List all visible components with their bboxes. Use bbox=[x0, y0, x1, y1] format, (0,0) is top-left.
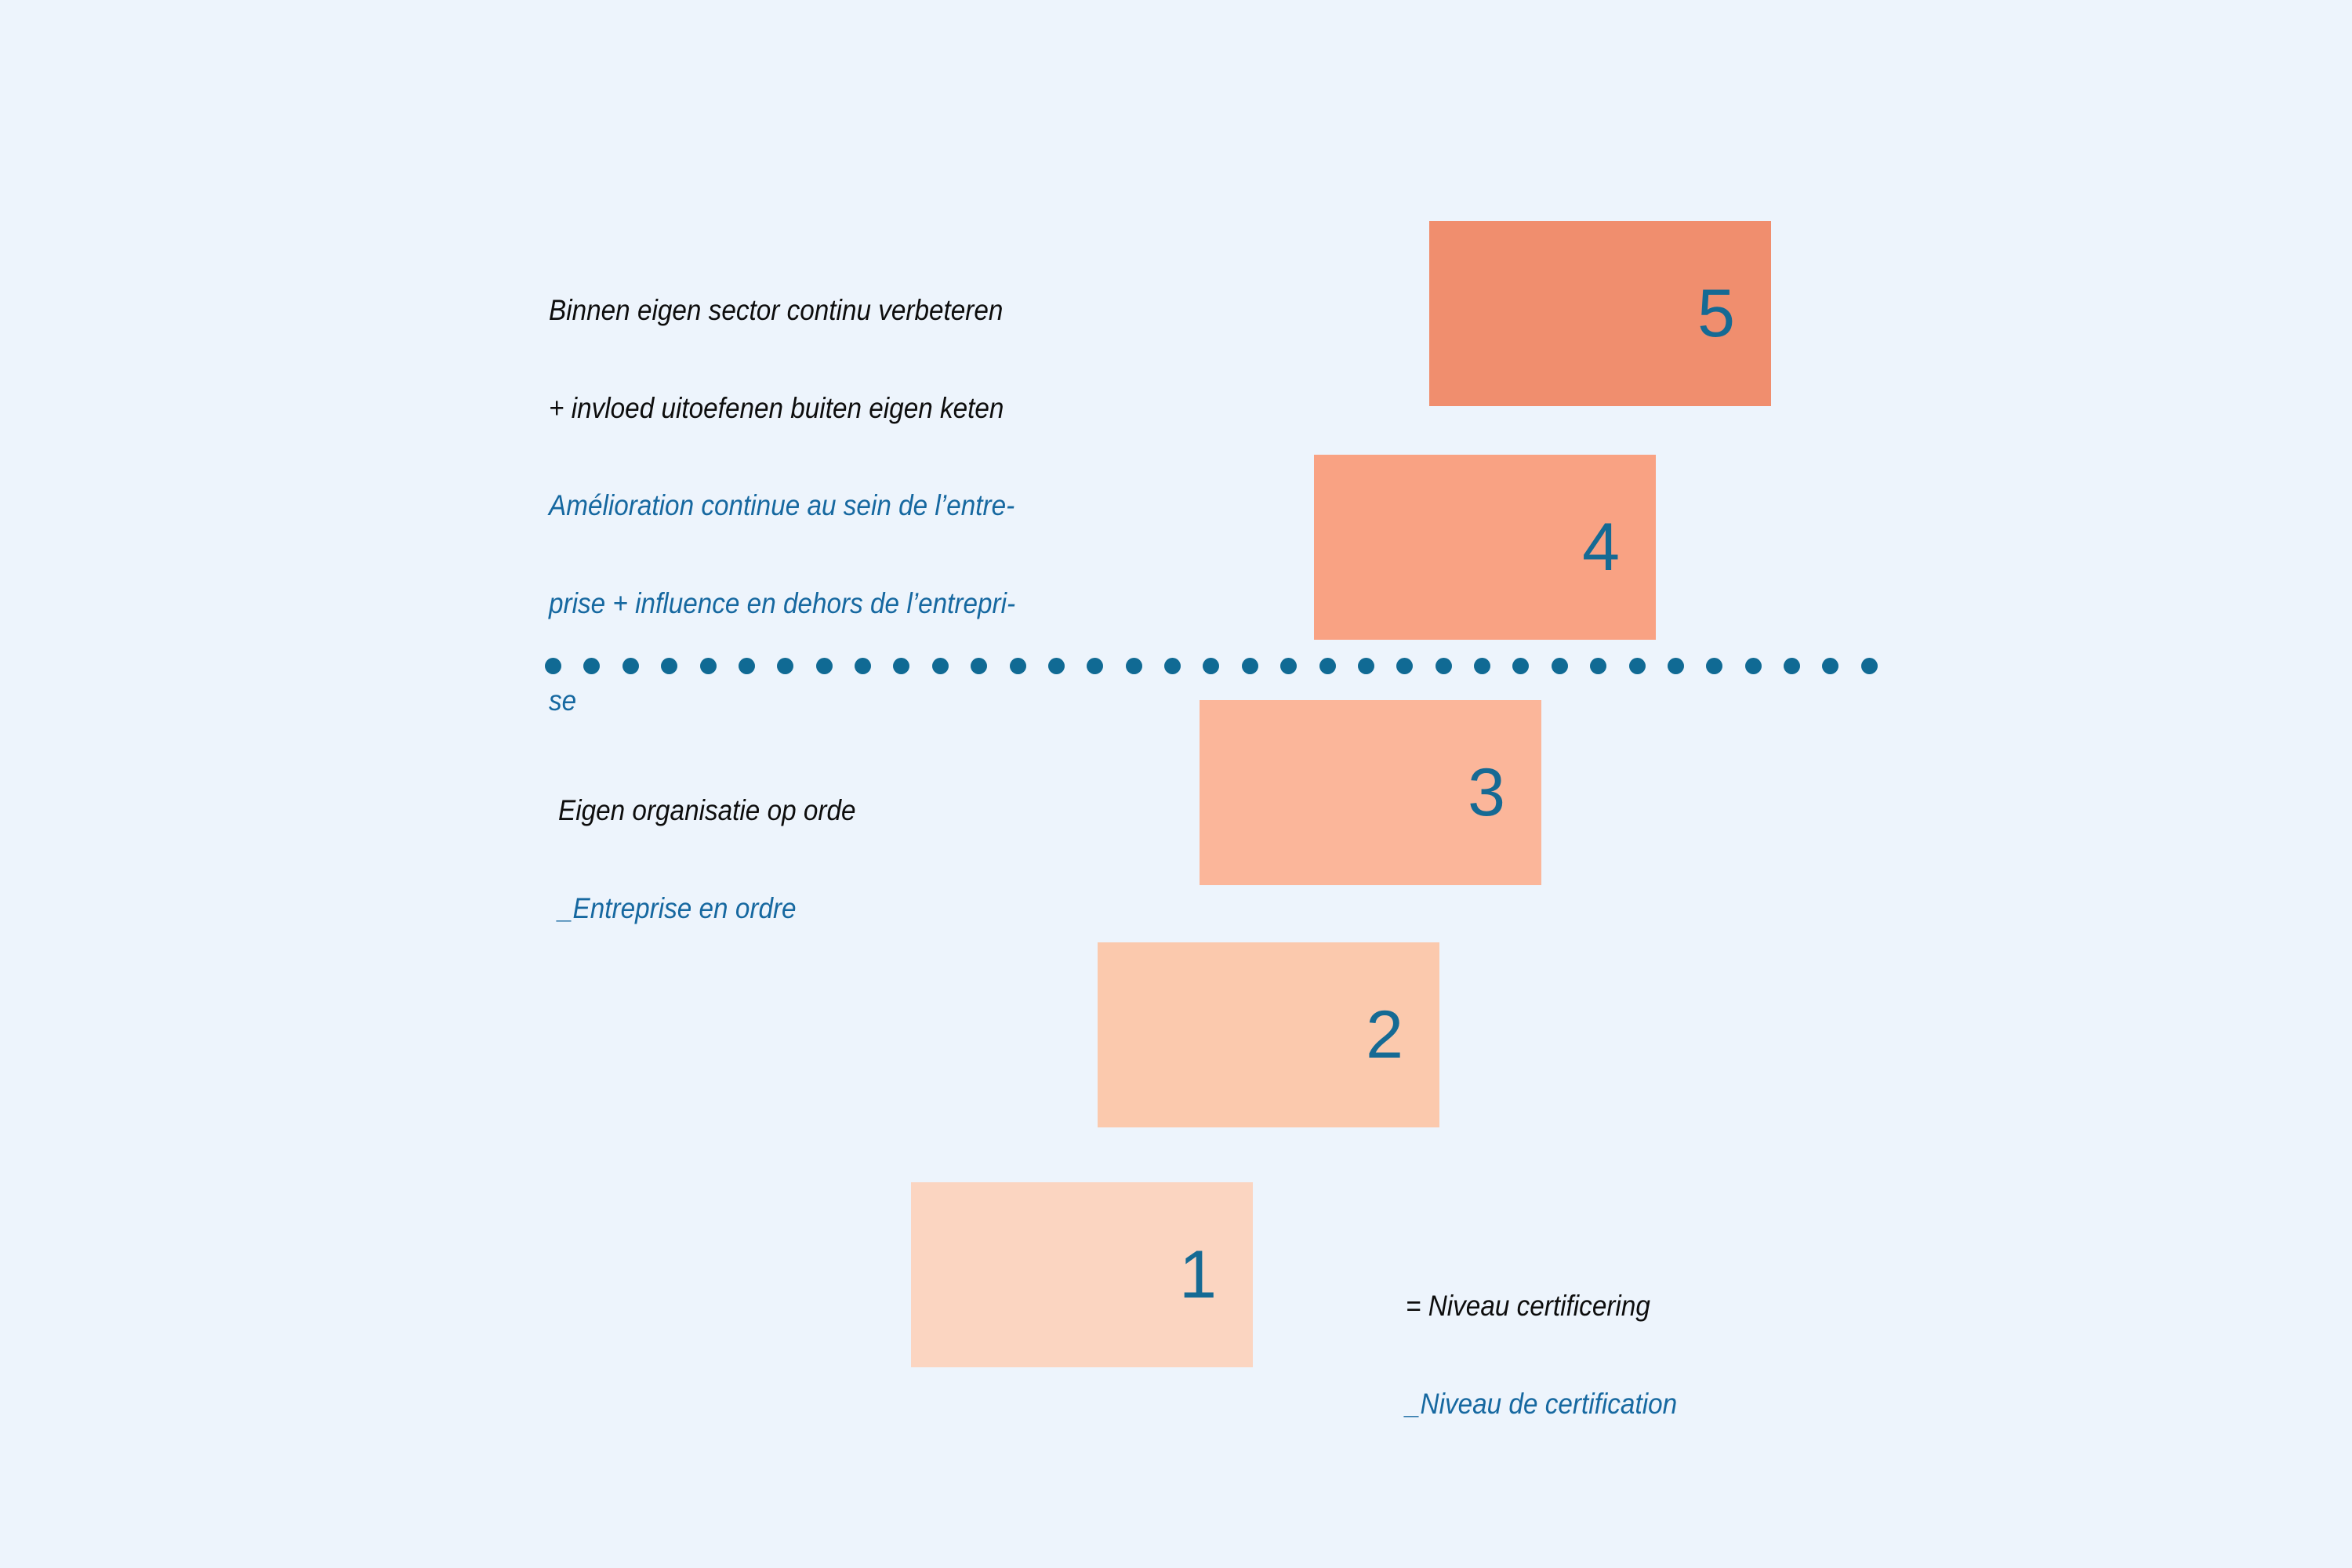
divider-dot bbox=[1125, 657, 1142, 674]
divider-dot bbox=[1590, 657, 1607, 674]
caption-middle-nl-line-1: Eigen organisatie op orde bbox=[558, 794, 856, 826]
divider-dot bbox=[815, 657, 833, 674]
bar-level-4: 4 bbox=[1314, 455, 1656, 640]
caption-upper: Binnen eigen sector continu verbeteren +… bbox=[549, 229, 1015, 782]
divider-dot bbox=[1744, 657, 1762, 674]
divider-dot bbox=[699, 657, 717, 674]
divider-dot bbox=[738, 657, 755, 674]
bar-level-3: 3 bbox=[1200, 700, 1541, 885]
divider-dot bbox=[855, 657, 871, 674]
bar-level-5-label: 5 bbox=[1697, 276, 1735, 351]
divider-dot bbox=[1667, 657, 1684, 674]
divider-dot bbox=[931, 657, 949, 674]
divider-dot bbox=[1164, 657, 1181, 674]
caption-legend: = Niveau certificering _Niveau de certif… bbox=[1406, 1225, 1677, 1485]
caption-upper-nl-line-2: + invloed uitoefenen buiten eigen keten bbox=[549, 391, 1004, 424]
divider-dot bbox=[1319, 657, 1336, 674]
caption-upper-fr-line-3: se bbox=[549, 684, 577, 717]
caption-middle: Eigen organisatie op orde _Entreprise en… bbox=[558, 729, 856, 989]
divider-dot bbox=[1474, 657, 1490, 674]
divider-dot bbox=[545, 657, 561, 674]
divider-dot bbox=[1047, 657, 1065, 674]
divider-dot bbox=[1435, 657, 1452, 674]
divider-dot bbox=[1706, 657, 1723, 674]
bar-level-4-label: 4 bbox=[1582, 510, 1620, 585]
divider-dot bbox=[1203, 657, 1220, 674]
dotted-divider bbox=[545, 657, 1878, 674]
caption-upper-fr-line-1: Amélioration continue au sein de l’entre… bbox=[549, 489, 1015, 521]
caption-middle-fr-line-1: _Entreprise en ordre bbox=[558, 891, 797, 924]
divider-dot bbox=[1357, 657, 1374, 674]
divider-dot bbox=[1512, 657, 1530, 674]
divider-dot bbox=[893, 657, 910, 674]
caption-upper-nl-line-1: Binnen eigen sector continu verbeteren bbox=[549, 294, 1004, 326]
divider-dot bbox=[1280, 657, 1298, 674]
divider-dot bbox=[1784, 657, 1800, 674]
caption-legend-nl-line-1: = Niveau certificering bbox=[1406, 1290, 1650, 1322]
divider-dot bbox=[1087, 657, 1104, 674]
bar-level-5: 5 bbox=[1429, 221, 1771, 406]
divider-dot bbox=[622, 657, 639, 674]
divider-dot bbox=[1396, 657, 1414, 674]
divider-dot bbox=[1628, 657, 1646, 674]
divider-dot bbox=[1860, 657, 1878, 674]
divider-dot bbox=[1241, 657, 1258, 674]
bar-level-2: 2 bbox=[1098, 942, 1439, 1127]
divider-dot bbox=[971, 657, 988, 674]
divider-dot bbox=[661, 657, 678, 674]
divider-dot bbox=[1551, 657, 1568, 674]
bar-level-3-label: 3 bbox=[1468, 755, 1505, 830]
bar-level-1-label: 1 bbox=[1179, 1237, 1217, 1312]
caption-upper-fr-line-2: prise + influence en dehors de l’entrepr… bbox=[549, 586, 1016, 619]
divider-dot bbox=[777, 657, 794, 674]
caption-legend-fr-line-1: _Niveau de certification bbox=[1406, 1387, 1678, 1420]
divider-dot bbox=[583, 657, 601, 674]
divider-dot bbox=[1822, 657, 1839, 674]
bar-level-2-label: 2 bbox=[1366, 997, 1403, 1073]
divider-dot bbox=[1009, 657, 1026, 674]
bar-level-1: 1 bbox=[911, 1182, 1253, 1367]
